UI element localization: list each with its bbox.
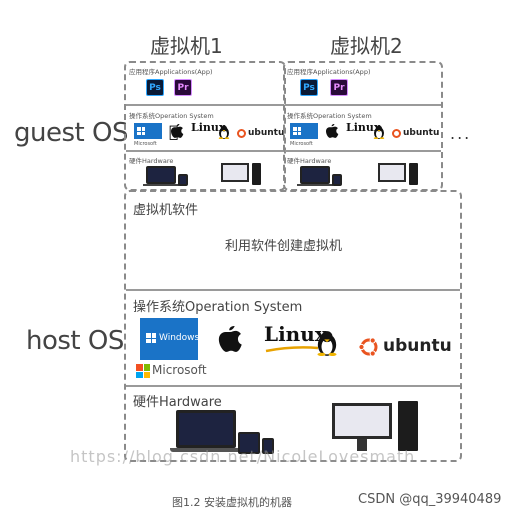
vm2-ubuntu-icon xyxy=(392,129,401,138)
vm2-microsoft-label: Microsoft xyxy=(290,141,313,147)
host-laptop-icon xyxy=(176,410,236,448)
vm1-windows-logo xyxy=(134,123,162,139)
vm2-apple-icon xyxy=(326,123,339,138)
csdn-credit: CSDN @qq_39940489 xyxy=(358,492,502,507)
guest-os-label: guest OS xyxy=(14,118,128,148)
vm1-sep-apps xyxy=(126,104,284,106)
vm1-laptop-icon xyxy=(146,166,176,184)
more-vms-ellipsis: ... xyxy=(450,124,472,143)
vm1-ubuntu-label: ubuntu xyxy=(248,128,285,138)
vm2-ubuntu-label: ubuntu xyxy=(403,128,440,138)
vm1-monitor-icon xyxy=(221,163,249,182)
vm1-microsoft-label: Microsoft xyxy=(134,141,157,147)
host-linux-swoosh xyxy=(265,346,319,353)
host-monitor-icon xyxy=(332,403,392,439)
vm2-monitor-icon xyxy=(378,163,406,182)
vm1-tablet-icon xyxy=(178,174,188,186)
host-ubuntu-icon xyxy=(358,337,378,357)
host-monitor-stand xyxy=(357,439,367,451)
vm2-photoshop-icon: Ps xyxy=(300,79,318,96)
host-os-label: host OS xyxy=(26,326,124,356)
host-sep-os xyxy=(126,385,460,387)
host-windows-logo: Windows xyxy=(140,318,200,360)
host-ubuntu-label: ubuntu xyxy=(383,336,452,356)
host-windows-label: Windows xyxy=(159,333,200,343)
vm1-photoshop-icon: Ps xyxy=(146,79,164,96)
vm2-tablet-icon xyxy=(332,174,342,186)
host-tower-icon xyxy=(398,401,418,451)
figure-caption: 图1.2 安装虚拟机的机器 xyxy=(172,496,292,509)
vm2-title: 虚拟机2 xyxy=(330,34,403,58)
vm2-windows-logo xyxy=(290,123,318,139)
vm2-tower-icon xyxy=(409,163,418,185)
vm1-laptop-base xyxy=(143,184,179,186)
url-watermark: https://blog.csdn.net/NicoleLovesmath xyxy=(70,447,416,466)
host-tux-icon xyxy=(317,331,337,356)
vm1-sep-os xyxy=(126,150,284,152)
vm1-apps-label: 应用程序Applications(App) xyxy=(129,68,213,76)
host-hw-label: 硬件Hardware xyxy=(133,395,222,410)
vm2-os-label: 操作系统Operation System xyxy=(287,112,372,120)
host-microsoft-label: Microsoft xyxy=(152,363,207,377)
vm2-laptop-icon xyxy=(300,166,330,184)
vm1-hw-label: 硬件Hardware xyxy=(129,157,174,165)
vm2-sep-apps xyxy=(285,104,441,106)
vm1-apple-icon xyxy=(171,123,184,138)
vm2-sep-os xyxy=(285,150,441,152)
vm1-title: 虚拟机1 xyxy=(150,34,223,58)
host-microsoft-icon xyxy=(136,364,150,378)
vm1-linux-logo: Linux xyxy=(191,121,226,134)
vm2-laptop-base xyxy=(297,184,333,186)
vm-software-desc: 利用软件创建虚拟机 xyxy=(225,239,343,254)
vm2-premiere-icon: Pr xyxy=(330,79,348,96)
vm2-hw-label: 硬件Hardware xyxy=(287,157,332,165)
vm1-ubuntu-icon xyxy=(237,129,246,138)
vm-software-label: 虚拟机软件 xyxy=(133,203,199,218)
vm2-linux-logo: Linux xyxy=(346,121,381,134)
host-os-layer-label: 操作系统Operation System xyxy=(133,300,303,315)
host-laptop-base xyxy=(170,448,242,452)
vm1-tux-icon xyxy=(218,125,230,139)
host-linux-logo: Linux xyxy=(264,322,327,346)
host-sep-software xyxy=(126,289,460,291)
vm1-os-label: 操作系统Operation System xyxy=(129,112,214,120)
vm1-premiere-icon: Pr xyxy=(174,79,192,96)
vm2-tux-icon xyxy=(373,125,385,139)
host-phone-icon xyxy=(262,438,274,454)
vm1-tower-icon xyxy=(252,163,261,185)
host-apple-icon xyxy=(218,325,242,352)
vm2-apps-label: 应用程序Applications(App) xyxy=(287,68,371,76)
host-box xyxy=(124,190,462,462)
host-tablet-icon xyxy=(238,432,260,454)
